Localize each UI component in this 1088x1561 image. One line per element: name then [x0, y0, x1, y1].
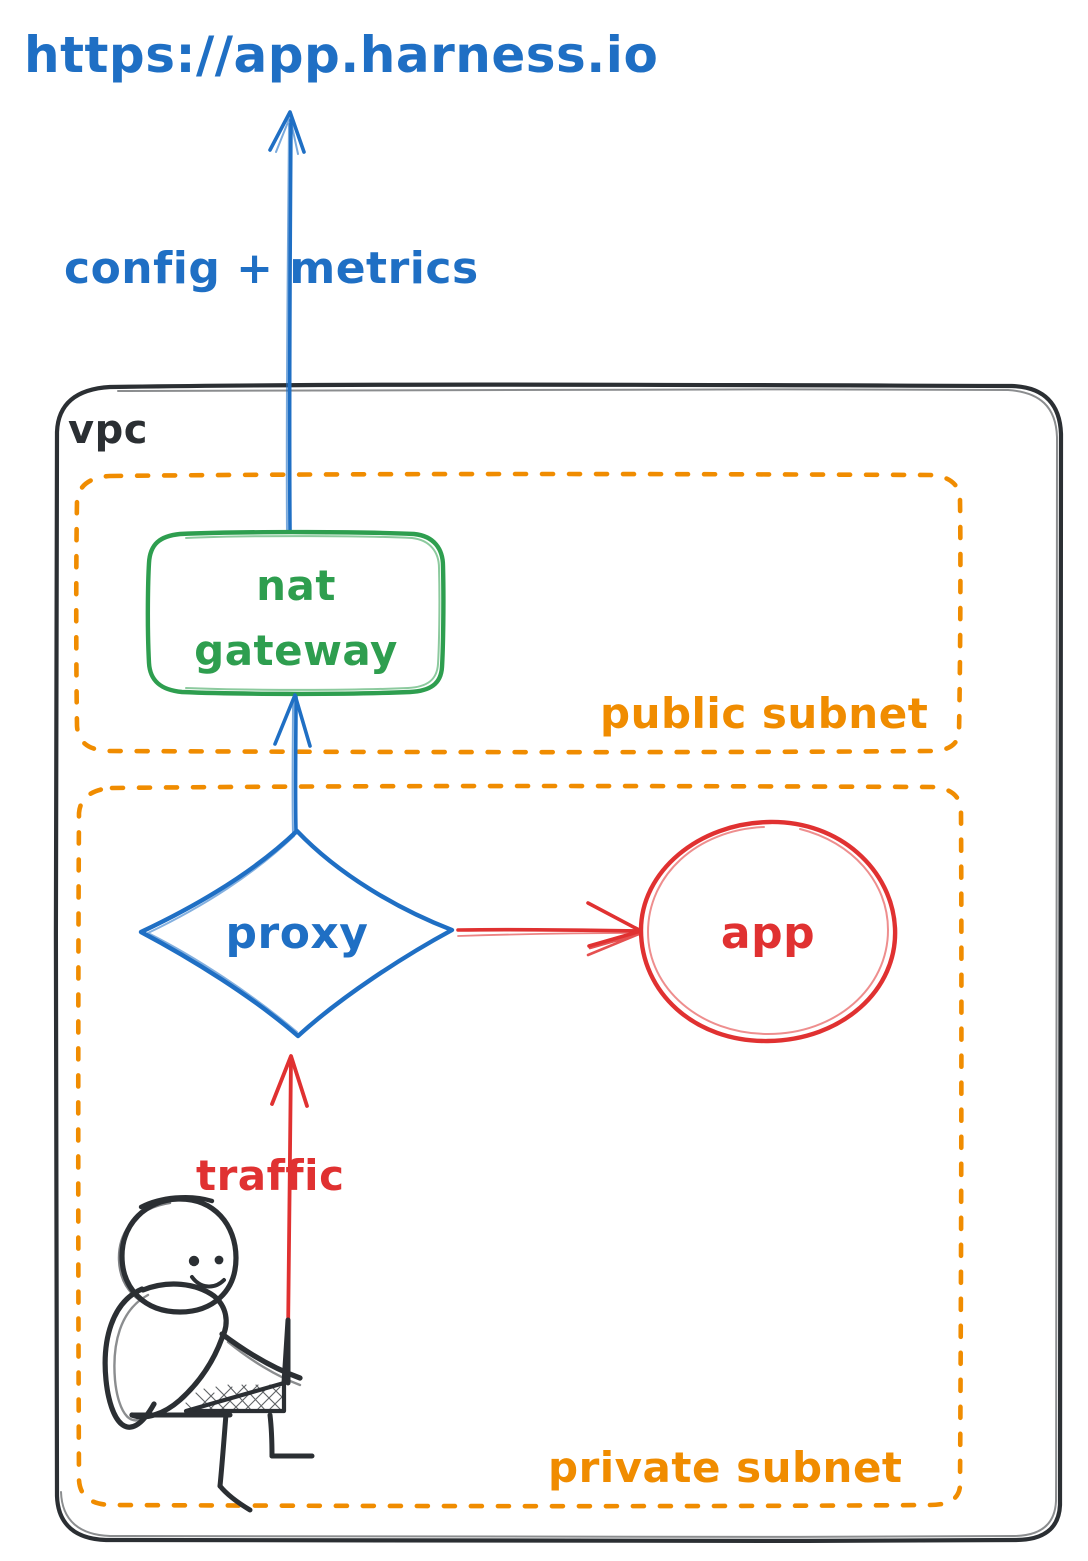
eye-right-icon	[214, 1255, 224, 1265]
public-subnet-label: public subnet	[600, 689, 928, 738]
proxy-to-nat-arrow	[273, 693, 312, 835]
laptop-base-icon	[183, 1380, 287, 1414]
external-url-label[interactable]: https://app.harness.io	[24, 26, 658, 84]
user-to-proxy-arrow	[270, 1054, 309, 1340]
vpc-label: vpc	[68, 407, 148, 453]
private-subnet-boundary	[75, 783, 964, 1509]
config-metrics-label: config + metrics	[64, 243, 479, 294]
private-subnet-label: private subnet	[548, 1443, 903, 1492]
app-node[interactable]: app	[638, 819, 898, 1044]
nat-to-internet-arrow	[268, 110, 306, 534]
laptop-hatch-pattern	[185, 1384, 285, 1412]
user-person-with-laptop-icon	[102, 1195, 315, 1513]
nat-gateway-label-line1: nat	[256, 561, 336, 610]
app-label: app	[721, 908, 815, 959]
nat-gateway-label-line2: gateway	[194, 626, 398, 675]
public-subnet-boundary	[73, 471, 963, 755]
proxy-label: proxy	[226, 908, 369, 959]
proxy-node[interactable]: proxy	[138, 828, 455, 1039]
eye-left-icon	[188, 1255, 200, 1267]
traffic-label: traffic	[196, 1151, 344, 1200]
nat-gateway-node[interactable]: nat gateway	[145, 529, 446, 697]
proxy-to-app-arrow	[456, 901, 643, 957]
